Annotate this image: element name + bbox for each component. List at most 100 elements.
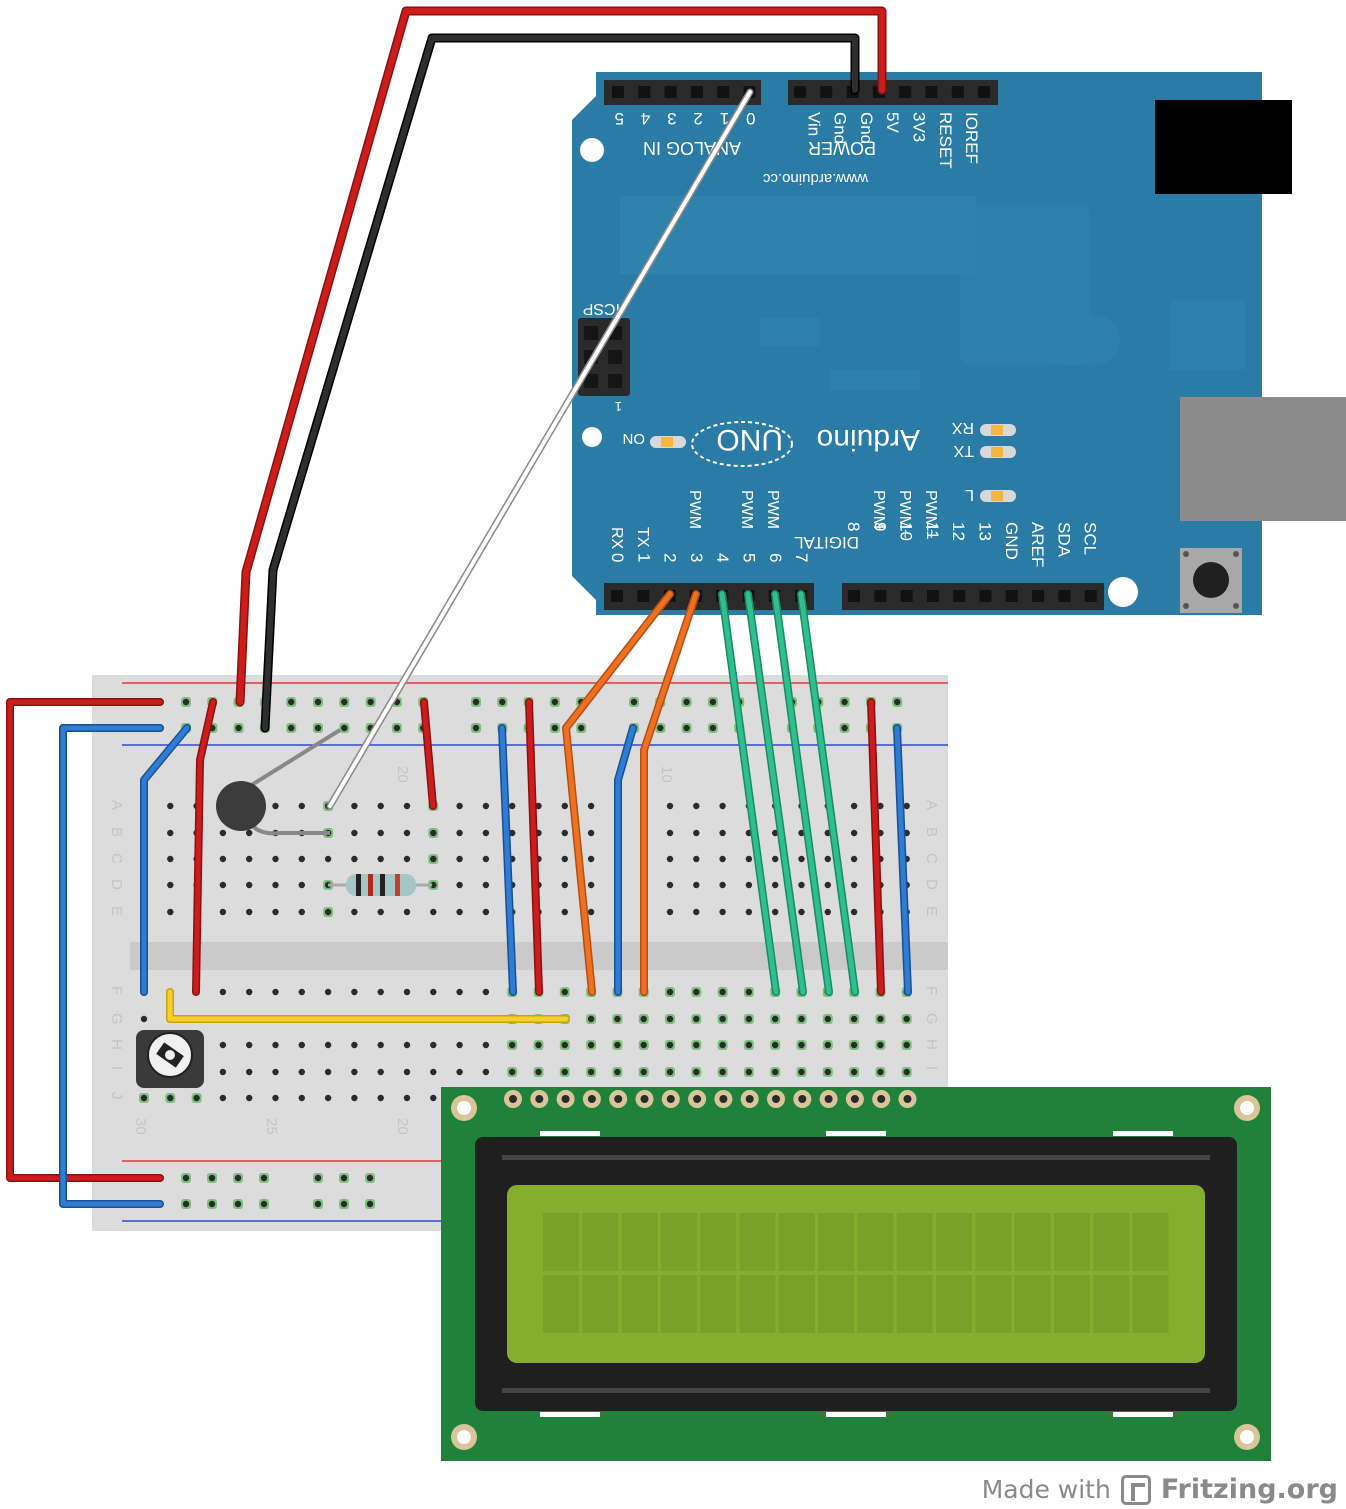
digital-pin (979, 590, 992, 602)
on-led-label: ON (623, 430, 646, 447)
digital-pin-label: AREF (1028, 522, 1047, 567)
analog-in-label: ANALOG IN (643, 138, 741, 158)
digital-pin (1084, 590, 1097, 602)
on-led (650, 436, 686, 448)
digital-pin (637, 590, 650, 602)
pwm-label: PWM (764, 490, 781, 529)
pwm-label: PWM (870, 490, 887, 529)
digital-pin-label: 13 (976, 522, 995, 541)
lcd-character-cell (700, 1275, 737, 1333)
analog-pin (717, 86, 730, 98)
lcd-character-cell (660, 1213, 697, 1271)
digital-pin (611, 590, 623, 602)
made-with-label: Made with (981, 1475, 1111, 1504)
digital-pin (1032, 590, 1045, 602)
digital-pin (926, 590, 939, 602)
breadboard-row-label: F (923, 986, 940, 995)
breadboard-row-label: E (923, 906, 940, 916)
analog-pin-label: 2 (693, 109, 702, 128)
icsp-pin1-label: 1 (615, 399, 622, 414)
rx-led (980, 424, 1016, 436)
power-pin-label: Gnd (831, 112, 850, 144)
power-pin-label: IOREF (962, 112, 981, 164)
fritzing-logo-icon (1120, 1474, 1151, 1505)
lcd-character-cell (543, 1275, 579, 1333)
digital-header-low (604, 583, 814, 610)
breadboard-row-label: E (108, 906, 125, 916)
lcd-character-cell (857, 1275, 894, 1333)
lcd-character-cell (818, 1275, 855, 1333)
lcd-character-cell (700, 1213, 737, 1271)
tx-pin-label: TX (634, 527, 651, 548)
lcd-character-cell (621, 1213, 658, 1271)
digital-pin-label: 7 (792, 553, 811, 562)
analog-pin-label: 1 (720, 109, 729, 128)
breadboard-row-label: I (108, 1066, 125, 1070)
breadboard-row-label: J (108, 1092, 125, 1100)
digital-pin (953, 590, 966, 602)
digital-pin (848, 590, 860, 602)
digital-pin-label: 10 (897, 522, 916, 541)
analog-pin-label: 5 (615, 109, 624, 128)
power-pin (978, 86, 991, 98)
power-pin (899, 86, 912, 98)
pwm-label: PWM (738, 490, 755, 529)
analog-pin (664, 86, 677, 98)
digital-pin-label: 0 (608, 553, 627, 562)
digital-pin-label: 4 (713, 553, 732, 562)
digital-pin-label: SDA (1054, 522, 1073, 558)
lcd-character-cell (975, 1275, 1012, 1333)
breadboard-column-label: 25 (263, 1118, 280, 1135)
lcd-character-cell (778, 1275, 815, 1333)
lcd-character-cell (1014, 1213, 1051, 1271)
digital-pin (874, 590, 887, 602)
digital-pin-label: 8 (844, 522, 863, 531)
rx-led-label: RX (951, 419, 974, 436)
breadboard-column-label: 20 (394, 766, 411, 783)
uno-logo-text: UNO (716, 423, 783, 456)
reset-button[interactable] (1180, 548, 1242, 613)
breadboard-row-label: D (108, 879, 125, 890)
breadboard-column-label: 30 (132, 1118, 149, 1135)
power-pin-label: RESET (936, 112, 955, 169)
power-pin-label: 3V3 (910, 112, 929, 142)
breadboard-row-label: C (108, 853, 125, 864)
power-pin (820, 86, 833, 98)
tx-led-label: TX (953, 442, 974, 459)
breadboard-row-label: G (108, 1013, 125, 1025)
digital-pin-label: 6 (766, 553, 785, 562)
breadboard-row-label: A (923, 800, 940, 810)
breadboard-row-label: G (923, 1013, 940, 1025)
lcd-character-cell (818, 1213, 855, 1271)
digital-pin-label: 3 (687, 553, 706, 562)
lcd-character-cell (896, 1275, 933, 1333)
rx-pin-label: RX (608, 527, 625, 550)
digital-pin-label: 1 (634, 553, 653, 562)
lcd-character-cell (660, 1275, 697, 1333)
potentiometer[interactable] (136, 1030, 204, 1088)
wire-d4-d7-teal (718, 590, 859, 996)
arduino-board: ANALOG IN POWER www.arduino.cc ICSP 1 Ar… (572, 72, 1346, 615)
digital-pin-label: 9 (870, 522, 889, 531)
breadboard-column-label: 20 (394, 1118, 411, 1135)
analog-pin-label: 0 (746, 109, 755, 128)
breadboard-row-label: H (923, 1039, 940, 1050)
power-pin (925, 86, 938, 98)
pwm-label: PWM (686, 490, 703, 529)
lcd-character-cell (1093, 1213, 1130, 1271)
usb-port (1180, 397, 1346, 521)
lcd-character-cell (975, 1213, 1012, 1271)
lcd-character-cell (936, 1213, 972, 1271)
lcd-character-cell (857, 1213, 894, 1271)
breadboard-row-label: I (923, 1066, 940, 1070)
power-pin-label: Gnd (857, 112, 876, 144)
lcd-character-cell (1053, 1213, 1090, 1271)
digital-pin (1005, 590, 1018, 602)
lcd-display (441, 1087, 1271, 1461)
breadboard-row-label: D (923, 879, 940, 890)
digital-pin (1058, 590, 1071, 602)
lcd-character-cell (1132, 1275, 1169, 1333)
pwm-label: PWM~ (896, 490, 913, 538)
lcd-screen (507, 1185, 1205, 1363)
